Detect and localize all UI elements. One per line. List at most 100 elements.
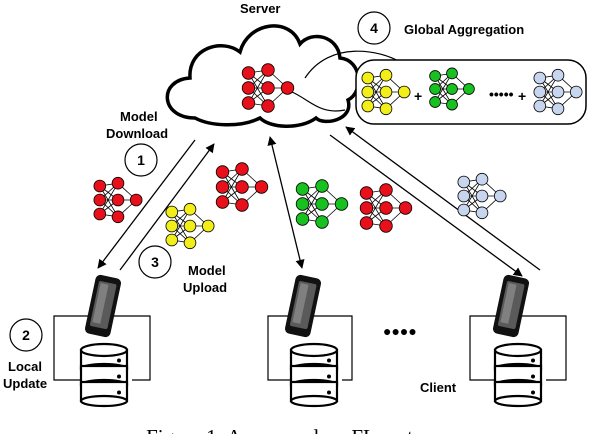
- model-node: [361, 85, 375, 99]
- model-download-label-line1: Model: [120, 109, 158, 124]
- client-device-2: [267, 274, 353, 408]
- model-node: [235, 180, 249, 194]
- database-icon: [79, 342, 129, 408]
- arrow-client-2: [267, 136, 305, 269]
- model-node: [379, 102, 393, 116]
- model-node: [446, 83, 458, 95]
- step-2-badge: 2: [9, 318, 43, 352]
- model-download-label-line2: Download: [106, 126, 168, 141]
- svg-text:1: 1: [137, 152, 145, 168]
- more-clients-ellipsis: ●●●●: [383, 323, 417, 339]
- model-node: [129, 193, 143, 207]
- global-aggregation-label: Global Aggregation: [404, 22, 524, 37]
- local-update-label-line1: Local: [8, 359, 42, 374]
- model-node: [165, 219, 179, 233]
- client-label: Client: [420, 380, 457, 395]
- model-node: [551, 102, 565, 116]
- model-node: [295, 197, 310, 211]
- model-node: [429, 83, 441, 95]
- model-node: [235, 162, 249, 176]
- model-node: [379, 68, 393, 82]
- model-node: [379, 183, 393, 197]
- model-node: [359, 201, 374, 215]
- model-node: [551, 85, 565, 99]
- model-node: [215, 165, 230, 179]
- client-device-3: [469, 274, 567, 408]
- model-node: [446, 67, 458, 80]
- model-node: [93, 207, 107, 221]
- model-node: [446, 98, 458, 111]
- model-node: [379, 201, 393, 215]
- model-node: [379, 85, 393, 99]
- model-node: [397, 85, 411, 99]
- local-update-label-line2: Update: [3, 376, 47, 391]
- aggregation-green-model-icon: [429, 67, 475, 111]
- step-4-badge: 4: [357, 11, 391, 45]
- model-node: [241, 66, 256, 80]
- model-node: [280, 81, 295, 95]
- model-node: [261, 81, 275, 95]
- database-icon: [493, 342, 543, 408]
- model-node: [359, 186, 374, 200]
- model-node: [533, 71, 547, 85]
- model-node: [295, 212, 310, 226]
- model-node: [429, 70, 441, 82]
- model-node: [361, 99, 375, 113]
- aggregation-blue-model-icon: [533, 68, 583, 116]
- uploaded-green-model-icon: [295, 179, 349, 229]
- uploaded-blue-model-icon: [457, 172, 507, 220]
- model-node: [533, 99, 547, 113]
- model-node: [93, 193, 107, 207]
- model-node: [533, 85, 547, 99]
- model-node: [111, 210, 125, 224]
- model-node: [429, 96, 441, 108]
- model-node: [475, 172, 489, 186]
- model-node: [457, 175, 471, 189]
- model-node: [334, 197, 349, 211]
- model-node: [475, 189, 489, 203]
- smartphone-icon: [84, 274, 122, 338]
- model-node: [183, 202, 197, 216]
- smartphone-icon: [284, 274, 322, 338]
- model-node: [215, 180, 230, 194]
- model-node: [261, 63, 275, 77]
- model-node: [463, 83, 475, 95]
- database-icon: [289, 342, 339, 408]
- model-node: [261, 99, 275, 113]
- downloaded-red-model-icon-3: [359, 183, 413, 233]
- model-node: [551, 68, 565, 82]
- model-node: [235, 198, 249, 212]
- svg-text:3: 3: [151, 254, 159, 270]
- model-node: [165, 233, 179, 247]
- server-label: Server: [240, 1, 280, 16]
- model-node: [569, 85, 583, 99]
- svg-text:4: 4: [370, 20, 378, 36]
- figure-caption: Figure 1: An exemplary FL system.: [146, 425, 444, 434]
- model-node: [165, 205, 179, 219]
- model-node: [183, 236, 197, 250]
- model-upload-label-line1: Model: [188, 263, 226, 278]
- model-node: [361, 71, 375, 85]
- model-node: [111, 176, 125, 190]
- download-arrow-client-3: [329, 134, 523, 277]
- downloaded-red-model-icon: [93, 176, 143, 224]
- model-node: [215, 195, 230, 209]
- model-node: [93, 179, 107, 193]
- plus-sign-2: +: [518, 88, 526, 104]
- model-node: [315, 197, 329, 211]
- model-node: [493, 189, 507, 203]
- aggregation-yellow-model-icon: [361, 68, 411, 116]
- aggregation-ellipsis: •••••: [489, 86, 514, 102]
- model-node: [315, 179, 329, 193]
- server-model-icon: [241, 63, 295, 113]
- model-node: [398, 201, 413, 215]
- upload-arrow-client-3: [345, 126, 541, 271]
- step-3-badge: 3: [138, 245, 172, 279]
- plus-sign-1: +: [414, 88, 422, 104]
- smartphone-icon: [492, 274, 530, 338]
- model-upload-label-line2: Upload: [183, 280, 227, 295]
- uploaded-yellow-model-icon: [165, 202, 215, 250]
- model-node: [241, 96, 256, 110]
- model-node: [241, 81, 256, 95]
